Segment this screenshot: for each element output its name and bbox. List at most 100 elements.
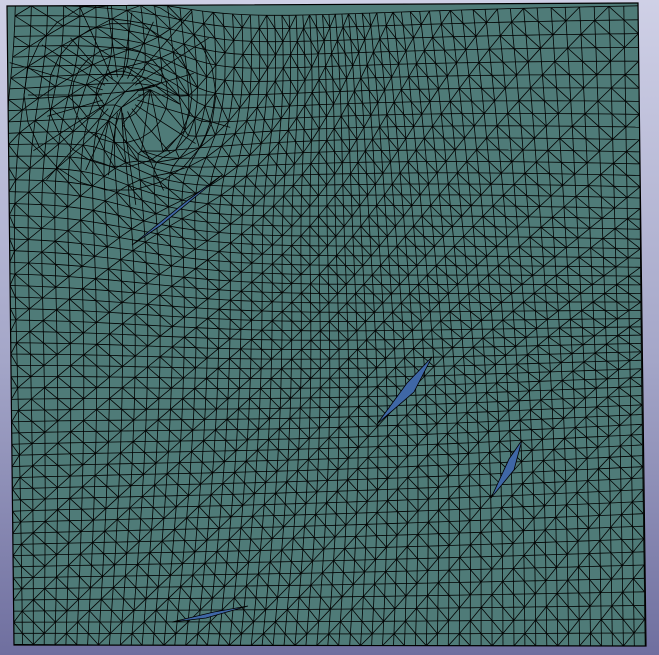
mesh-edge	[154, 474, 156, 486]
mesh-edge	[296, 481, 298, 493]
mesh-edge	[541, 237, 543, 248]
mesh-edge	[428, 89, 431, 102]
mesh-edge	[492, 205, 495, 217]
mesh-edge	[176, 610, 179, 622]
mesh-edge	[479, 302, 482, 312]
mesh-edge	[155, 203, 169, 208]
mesh-edge	[224, 574, 227, 587]
mesh-edge	[154, 610, 157, 622]
mesh-edge	[322, 548, 325, 561]
mesh-edge	[110, 610, 113, 623]
mesh-edge	[103, 542, 105, 554]
mesh-edge	[40, 86, 56, 88]
mesh-edge	[208, 185, 211, 195]
mesh-edge	[557, 113, 560, 127]
mesh-edge	[122, 89, 151, 125]
mesh-edge	[304, 514, 306, 527]
mesh-edge	[268, 418, 270, 430]
mesh-edge	[145, 262, 148, 274]
mesh-edge	[302, 14, 304, 29]
mesh-edge	[156, 430, 159, 442]
mesh-edge	[588, 207, 590, 219]
mesh-edge	[118, 226, 120, 238]
mesh-edge	[514, 337, 517, 347]
mesh-edge	[371, 633, 373, 646]
mesh-edge	[548, 336, 550, 346]
mesh-edge	[440, 320, 442, 330]
mesh-edge	[82, 131, 86, 146]
mesh-edge	[28, 203, 42, 206]
mesh-edge	[448, 88, 451, 102]
mesh-edge	[287, 449, 289, 461]
mesh-edge	[196, 517, 199, 529]
mesh-edge	[497, 265, 500, 276]
mesh-edge	[278, 573, 281, 586]
mesh-edge	[394, 215, 396, 227]
mesh-edge	[168, 17, 171, 30]
mesh-edge	[207, 194, 210, 204]
mesh-edge	[537, 354, 540, 364]
mesh-edge	[483, 226, 486, 237]
mesh-edge	[363, 26, 366, 40]
mesh-edge	[460, 205, 462, 217]
mesh-edge	[128, 40, 145, 44]
mesh-edge	[450, 216, 453, 227]
mesh-edge	[433, 236, 435, 247]
mesh-edge	[142, 23, 145, 34]
mesh-wireframe	[7, 3, 646, 646]
mesh-edge	[119, 248, 122, 260]
mesh-edge	[12, 46, 14, 58]
mesh-edge	[195, 277, 208, 280]
mesh-edge	[44, 45, 46, 57]
mesh-edge	[453, 36, 456, 50]
mesh-edge	[213, 24, 224, 27]
mesh-edge	[402, 25, 405, 39]
mesh-edge	[478, 284, 480, 294]
mesh-edge	[247, 562, 249, 575]
mesh-edge	[596, 61, 598, 75]
mesh-edge	[164, 495, 166, 508]
mesh-edge	[343, 548, 346, 561]
mesh-edge	[364, 559, 366, 573]
mesh-edge	[252, 504, 254, 517]
mesh-edge	[490, 302, 492, 312]
mesh-edge	[95, 132, 106, 137]
mesh-edge	[257, 429, 259, 440]
mesh-edge	[418, 89, 421, 102]
mesh-edge	[417, 275, 419, 285]
mesh-edge	[420, 24, 424, 38]
mesh-edge	[300, 561, 303, 574]
mesh-edge	[250, 633, 253, 646]
mesh-edge	[434, 384, 436, 395]
mesh-edge	[169, 409, 171, 420]
mesh-edge	[251, 281, 263, 283]
mesh-edge	[281, 538, 284, 551]
mesh-edge	[110, 82, 119, 94]
mesh-edge	[218, 633, 221, 646]
mesh-edge	[359, 195, 361, 206]
mesh-edge	[366, 173, 368, 185]
mesh-edge	[475, 256, 478, 266]
mesh-edge	[239, 527, 242, 540]
mesh-edge	[248, 550, 250, 563]
mesh-edge	[438, 293, 440, 303]
mesh-edge	[215, 133, 226, 136]
mesh-edge	[550, 371, 552, 381]
mesh-edge	[210, 483, 213, 495]
mesh-edge	[195, 268, 208, 270]
mesh-edge	[55, 168, 57, 182]
mesh-edge	[433, 50, 436, 64]
mesh-edge	[265, 471, 267, 483]
mesh-edge	[362, 596, 364, 609]
mesh-edge	[376, 90, 379, 103]
mesh-edge	[119, 237, 133, 241]
mesh-edge	[237, 408, 239, 420]
mesh-edge	[351, 52, 354, 66]
mesh-edge	[522, 150, 525, 162]
mesh-edge	[224, 39, 234, 41]
mesh-edge	[57, 65, 60, 77]
mesh-edge	[172, 52, 175, 64]
mesh-edge	[174, 633, 177, 646]
